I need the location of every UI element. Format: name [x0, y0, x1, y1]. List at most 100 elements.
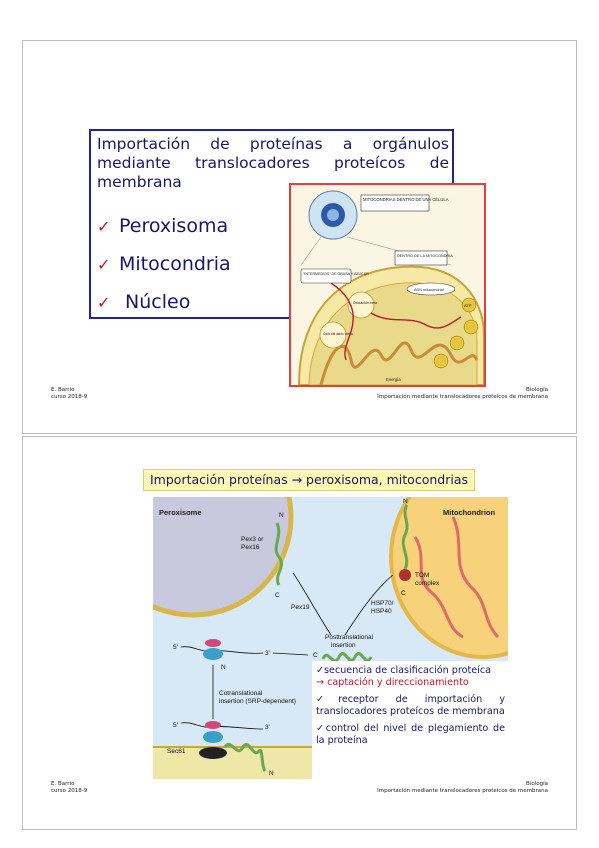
footer-topic: Importación mediante translocadores prot…	[377, 394, 548, 400]
check-icon: ✓	[97, 292, 111, 312]
label-srp: insertion (SRP-dependent)	[219, 698, 296, 705]
label-hsp70: HSP70/	[371, 600, 394, 607]
label-5prime: 5'	[173, 644, 178, 651]
svg-text:N: N	[269, 770, 274, 777]
info-point: ✓receptor de importación y translocadore…	[316, 694, 505, 717]
footer-course: curso 2018-9	[51, 394, 88, 400]
svg-text:HSP40: HSP40	[371, 608, 392, 615]
bullet-item: ✓ Peroxisoma	[97, 207, 231, 245]
check-icon: ✓	[97, 216, 111, 236]
fig-label-atp: ATP	[464, 303, 472, 308]
svg-text:3': 3'	[265, 650, 270, 657]
label-complex: complex	[415, 580, 440, 587]
slide-1: Importación de proteínas a orgánulos med…	[22, 40, 577, 434]
label-n: N	[269, 770, 274, 777]
svg-text:N: N	[221, 664, 226, 671]
svg-text:complex: complex	[415, 580, 440, 587]
label-3prime: 3'	[265, 650, 270, 657]
footer-left: E. Barrio curso 2018-9	[51, 387, 87, 401]
label-pex3: Pex3 or	[241, 536, 264, 543]
svg-text:Pex19: Pex19	[291, 604, 310, 611]
svg-text:TOM: TOM	[415, 572, 429, 579]
svg-text:Pex3 or: Pex3 or	[241, 536, 264, 543]
label-hsp40: HSP40	[371, 608, 392, 615]
label-posttranslational: Posttranslational	[325, 634, 374, 641]
svg-text:Energía: Energía	[386, 377, 401, 382]
slide-title: Importación de proteínas a orgánulos med…	[97, 135, 449, 191]
fig-label-inside: DENTRO DE LA MITOCONDRIA	[397, 254, 453, 258]
svg-text:insertion (SRP-dependent): insertion (SRP-dependent)	[219, 698, 296, 705]
label-peroxisome: Peroxisome	[159, 508, 202, 517]
info-box: ✓secuencia de clasificación proteíca→ ca…	[312, 661, 508, 779]
svg-text:C: C	[401, 590, 406, 597]
bullet-label: Mitocondria	[119, 253, 231, 275]
bullet-item: ✓ Núcleo	[97, 283, 231, 321]
label-c: C	[275, 592, 280, 599]
fig-label-cell: MITOCONDRIAS DENTRO DE UNA CÉLULA	[363, 197, 449, 202]
label-c: C	[313, 652, 318, 659]
svg-text:C: C	[313, 652, 318, 659]
label-5prime: 5'	[173, 722, 178, 729]
svg-text:Ciclo del ácido cítrico: Ciclo del ácido cítrico	[323, 332, 353, 336]
svg-text:Peroxisome: Peroxisome	[159, 508, 202, 517]
svg-text:insertion: insertion	[331, 642, 356, 649]
info-point: ✓control del nivel de plegamiento de la …	[316, 723, 505, 746]
fig-label-krebs: Ciclo del ácido cítrico	[323, 332, 353, 336]
info-text: ✓secuencia de clasificación proteíca	[316, 665, 491, 676]
info-arrow-text: → captación y direccionamiento	[316, 676, 469, 688]
import-diagram-figure: Peroxisome Mitochondrion N Pex3 or Pex16…	[153, 497, 508, 779]
bullet-label: Núcleo	[119, 291, 191, 313]
bullet-list: ✓ Peroxisoma ✓ Mitocondria ✓ Núcleo	[97, 207, 231, 321]
svg-text:Cotranslational: Cotranslational	[219, 690, 263, 697]
label-cotranslational: Cotranslational	[219, 690, 263, 697]
svg-text:C: C	[275, 592, 280, 599]
bullet-label: Peroxisoma	[119, 215, 229, 237]
slide-title: Importación proteínas → peroxisoma, mito…	[143, 469, 475, 491]
slide-2: Importación proteínas → peroxisoma, mito…	[22, 436, 577, 830]
fig-label-energy: Energía	[386, 377, 401, 382]
label-tom: TOM	[415, 572, 429, 579]
check-icon: ✓	[97, 254, 111, 274]
footer-author: E. Barrio	[51, 781, 75, 787]
label-c: C	[401, 590, 406, 597]
label-sec61: Sec61	[167, 748, 186, 755]
svg-text:5': 5'	[173, 644, 178, 651]
label-n: N	[279, 512, 284, 519]
svg-text:ADN mitocondrial: ADN mitocondrial	[414, 288, 444, 292]
footer-left: E. Barrio curso 2018-9	[51, 781, 87, 795]
fig-label-oxidation: Oxidación beta	[353, 301, 377, 305]
footer-author: E. Barrio	[51, 387, 75, 393]
bullet-item: ✓ Mitocondria	[97, 245, 231, 283]
svg-text:N: N	[403, 498, 408, 505]
footer-subject: Biología	[526, 781, 548, 787]
svg-text:Mitochondrion: Mitochondrion	[443, 508, 495, 517]
svg-text:N: N	[279, 512, 284, 519]
label-insertion: insertion	[331, 642, 356, 649]
svg-text:"INTERMEDIOS" DE GRASA Y AZUCA: "INTERMEDIOS" DE GRASA Y AZUCAR	[303, 272, 369, 276]
svg-text:Pex16: Pex16	[241, 544, 260, 551]
label-3prime: 3'	[265, 724, 270, 731]
footer-subject: Biología	[526, 387, 548, 393]
fig-label-adn: ADN mitocondrial	[414, 288, 444, 292]
footer-right: Biología Importación mediante translocad…	[377, 781, 548, 795]
protein-import-diagram: Peroxisome Mitochondrion N Pex3 or Pex16…	[153, 497, 508, 779]
svg-text:ATP: ATP	[464, 303, 472, 308]
svg-text:HSP70/: HSP70/	[371, 600, 394, 607]
svg-text:Posttranslational: Posttranslational	[325, 634, 374, 641]
footer-right: Biología Importación mediante translocad…	[377, 387, 548, 401]
footer-topic: Importación mediante translocadores prot…	[377, 788, 548, 794]
footer-course: curso 2018-9	[51, 788, 88, 794]
mitochondria-illustration: MITOCONDRIAS DENTRO DE UNA CÉLULA Oxidac…	[289, 183, 486, 387]
info-point: ✓secuencia de clasificación proteíca→ ca…	[312, 665, 508, 688]
svg-text:3': 3'	[265, 724, 270, 731]
svg-text:Oxidación beta: Oxidación beta	[353, 301, 377, 305]
label-pex16: Pex16	[241, 544, 260, 551]
svg-text:MITOCONDRIAS DENTRO DE UNA CÉL: MITOCONDRIAS DENTRO DE UNA CÉLULA	[363, 197, 449, 202]
svg-text:DENTRO DE LA MITOCONDRIA: DENTRO DE LA MITOCONDRIA	[397, 254, 453, 258]
fig-label-intermediates: "INTERMEDIOS" DE GRASA Y AZUCAR	[303, 272, 369, 276]
label-n: N	[221, 664, 226, 671]
label-n: N	[403, 498, 408, 505]
label-pex19: Pex19	[291, 604, 310, 611]
svg-text:Sec61: Sec61	[167, 748, 186, 755]
mitochondria-figure: MITOCONDRIAS DENTRO DE UNA CÉLULA Oxidac…	[291, 185, 485, 386]
